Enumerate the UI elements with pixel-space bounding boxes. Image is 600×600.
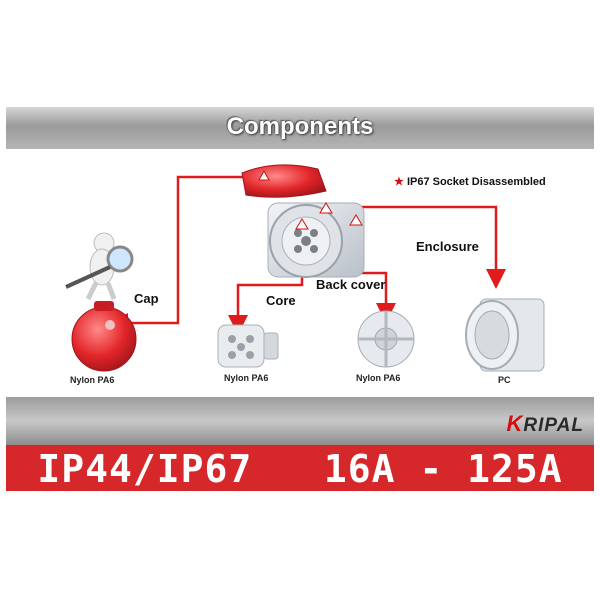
label-core: Core (266, 293, 296, 308)
label-cap: Cap (134, 291, 159, 306)
material-cap: Nylon PA6 (70, 375, 115, 385)
page-title: Components (226, 113, 374, 140)
label-enclosure: Enclosure (416, 239, 479, 254)
brand-bar: KRIPAL (6, 397, 594, 445)
disassembly-diagram (65, 164, 545, 372)
material-core: Nylon PA6 (224, 373, 269, 383)
arrow-to-cap (108, 175, 244, 333)
title-bar: Components (6, 107, 594, 149)
back-cover-icon (357, 310, 415, 368)
rating-banner: IP44/IP67 16A - 125A (6, 445, 594, 491)
red-cap-icon (71, 301, 137, 372)
material-enclosure: PC (498, 375, 511, 385)
core-insert-icon (217, 324, 279, 368)
legend-note-text: IP67 Socket Disassembled (406, 176, 546, 188)
mascot-magnifier-icon (65, 232, 134, 301)
brand-logo: KRIPAL (507, 411, 584, 437)
brand-rest: RIPAL (523, 415, 584, 436)
rating-text: IP44/IP67 16A - 125A (37, 447, 563, 491)
arrow-to-enclosure (330, 205, 506, 289)
enclosure-icon (465, 298, 545, 372)
star-icon: ★ (394, 176, 404, 188)
diagram-area: ★ IP67 Socket Disassembled Cap Core Back… (6, 149, 594, 417)
brand-initial: K (506, 411, 524, 436)
material-back-cover: Nylon PA6 (356, 373, 401, 383)
label-back-cover: Back cover (316, 277, 386, 292)
assembled-socket-icon (241, 164, 365, 278)
legend-note: ★ IP67 Socket Disassembled (394, 175, 546, 188)
components-panel: Components (6, 107, 594, 491)
